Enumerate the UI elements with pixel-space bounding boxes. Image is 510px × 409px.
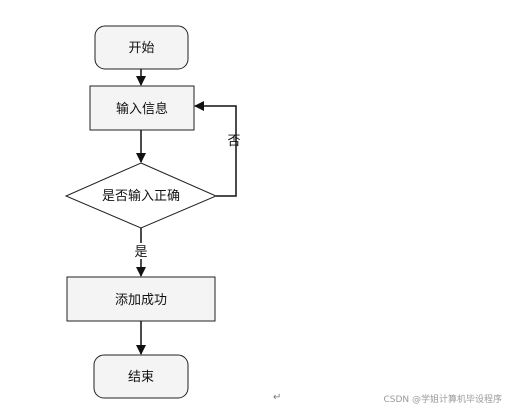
start-node-label: 开始 (128, 41, 154, 56)
decision-node: 是否输入正确 (64, 162, 218, 229)
end-node-label: 结束 (128, 370, 154, 385)
start-node: 开始 (94, 25, 189, 70)
return-mark: ↵ (273, 392, 282, 403)
watermark-text: CSDN @学姐计算机毕设程序 (383, 395, 502, 405)
edge-label-yes: 是 (134, 245, 147, 260)
decision-node-label: 是否输入正确 (102, 188, 180, 204)
edge-label-no: 否 (227, 134, 240, 149)
add-success-node-label: 添加成功 (115, 293, 167, 308)
arrow-no-loop (194, 101, 237, 197)
input-node-label: 输入信息 (116, 101, 168, 117)
add-success-node: 添加成功 (66, 276, 216, 322)
end-node: 结束 (93, 354, 189, 399)
input-node: 输入信息 (89, 85, 195, 131)
